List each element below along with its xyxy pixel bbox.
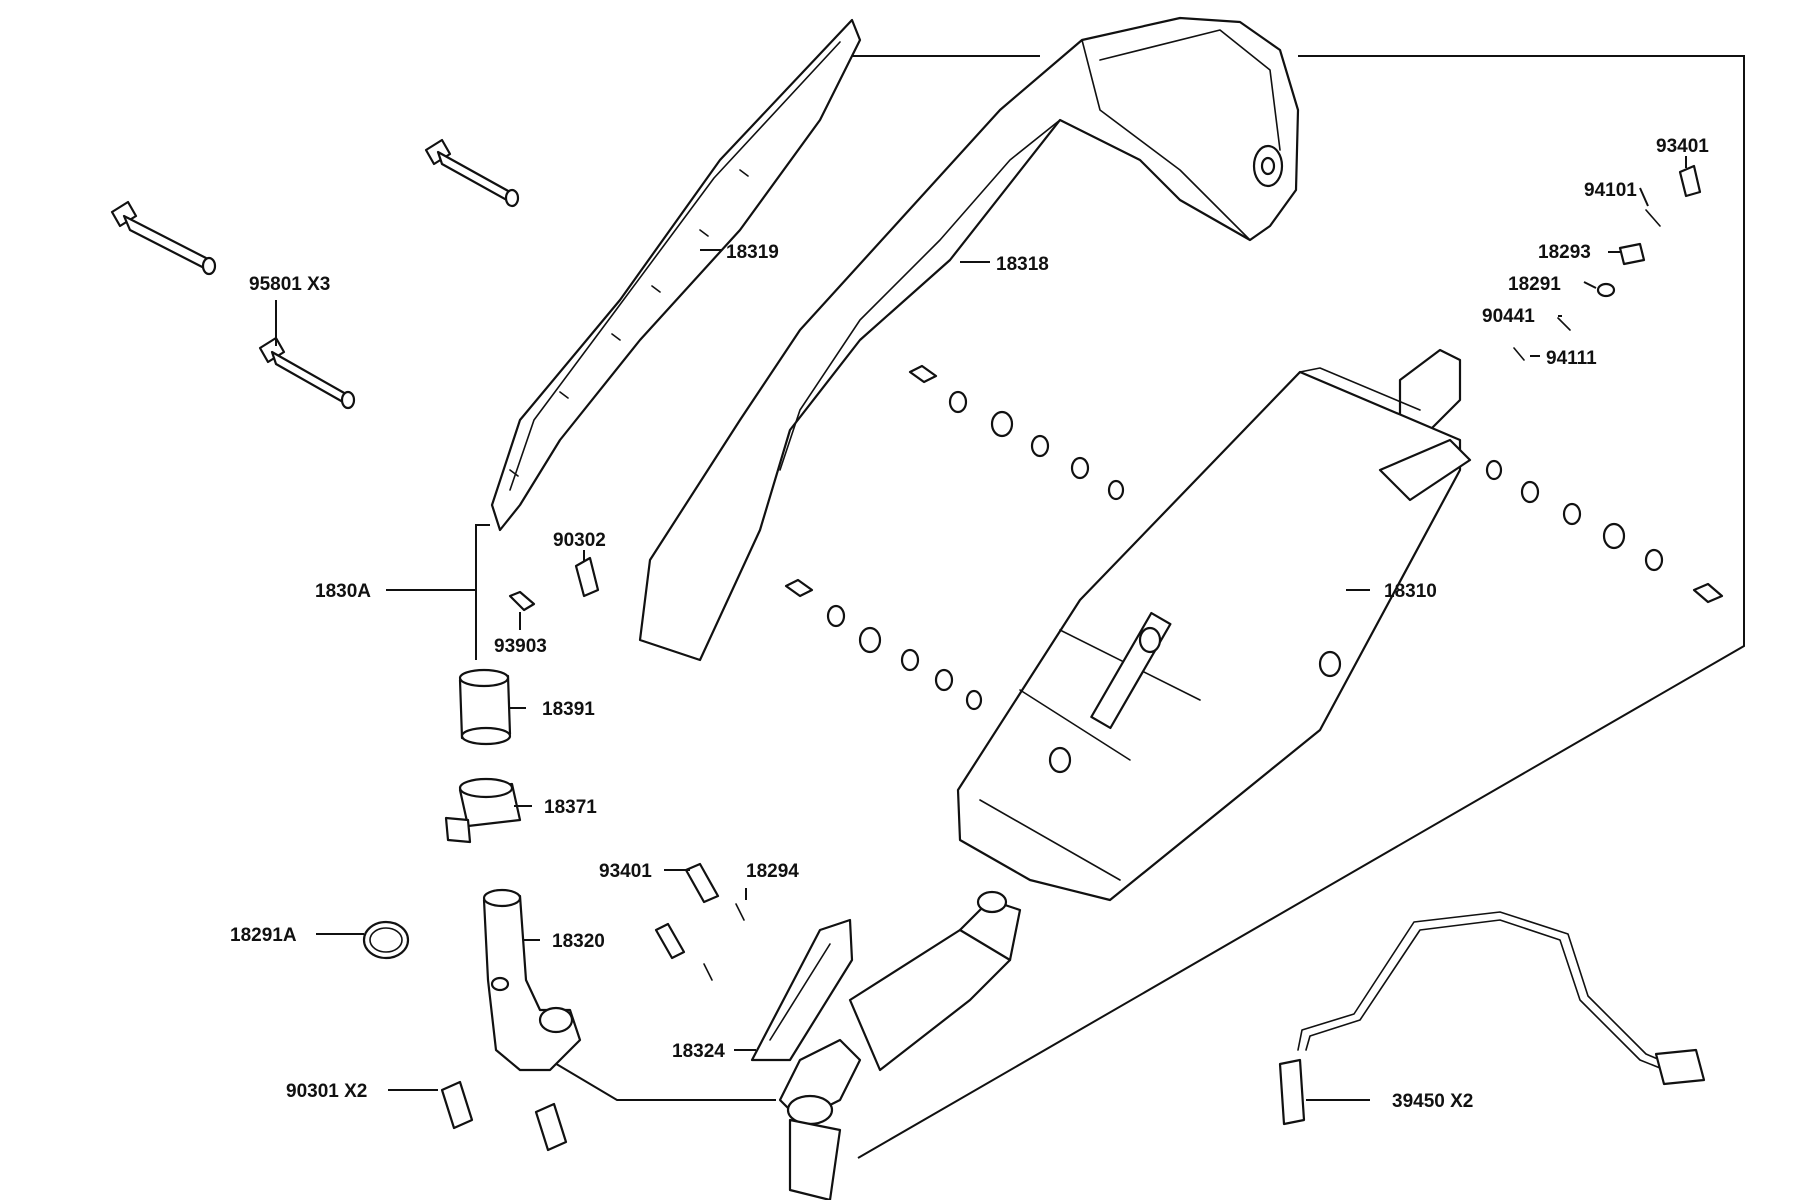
label-90301: 90301 X2 — [286, 1081, 367, 1102]
label-90302: 90302 — [553, 530, 606, 551]
assembly-frame — [552, 55, 1745, 1159]
label-39450: 39450 X2 — [1392, 1091, 1473, 1112]
bolt-95801-b — [424, 138, 520, 208]
front-pipe-18320 — [482, 888, 582, 1072]
leader-lines — [275, 156, 1687, 1101]
clamp-18371 — [444, 777, 522, 844]
label-94111: 94111 — [1546, 348, 1597, 369]
label-93903: 93903 — [494, 636, 547, 657]
label-94101: 94101 — [1584, 180, 1637, 201]
heat-guard-18318 — [638, 16, 1300, 662]
label-18291: 18291 — [1508, 274, 1561, 295]
label-18318: 18318 — [996, 254, 1049, 275]
label-18293: 18293 — [1538, 242, 1591, 263]
muffler-18310 — [956, 348, 1472, 902]
label-18310: 18310 — [1384, 581, 1437, 602]
label-18324: 18324 — [672, 1041, 725, 1062]
part-labels: 95801 X3 18319 18318 93401 94101 18293 1… — [230, 136, 1709, 1112]
sensor-hardware-top — [1513, 164, 1702, 361]
o2-sensor-39450 — [1278, 911, 1706, 1126]
nut-90301-b — [534, 1102, 568, 1152]
label-93401-mid: 93401 — [599, 861, 652, 882]
mount-hardware-right — [1485, 459, 1724, 604]
heat-shield-18319 — [490, 18, 862, 532]
label-90441: 90441 — [1482, 306, 1535, 327]
mount-hardware-upper — [908, 364, 1125, 501]
mount-hardware-lower — [784, 578, 983, 711]
gasket-18291A — [362, 920, 410, 960]
link-pipe — [778, 890, 1022, 1200]
nut-90302 — [574, 556, 600, 598]
gasket-18391 — [458, 668, 512, 746]
label-18320: 18320 — [552, 931, 605, 952]
nut-90301-a — [440, 1080, 474, 1130]
bolt-93401-mid — [654, 862, 720, 960]
bolt-95801-c — [258, 336, 356, 410]
label-18291A: 18291A — [230, 925, 297, 946]
label-18319: 18319 — [726, 242, 779, 263]
pin-18294 — [703, 903, 745, 981]
label-95801: 95801 X3 — [249, 274, 330, 295]
label-18294: 18294 — [746, 861, 799, 882]
bolt-95801-a — [110, 200, 217, 276]
label-1830A: 1830A — [315, 581, 371, 602]
label-18371: 18371 — [544, 797, 597, 818]
bracket-18324 — [750, 918, 854, 1062]
label-93401-top: 93401 — [1656, 136, 1709, 157]
screw-93903 — [508, 590, 536, 612]
label-18391: 18391 — [542, 699, 595, 720]
